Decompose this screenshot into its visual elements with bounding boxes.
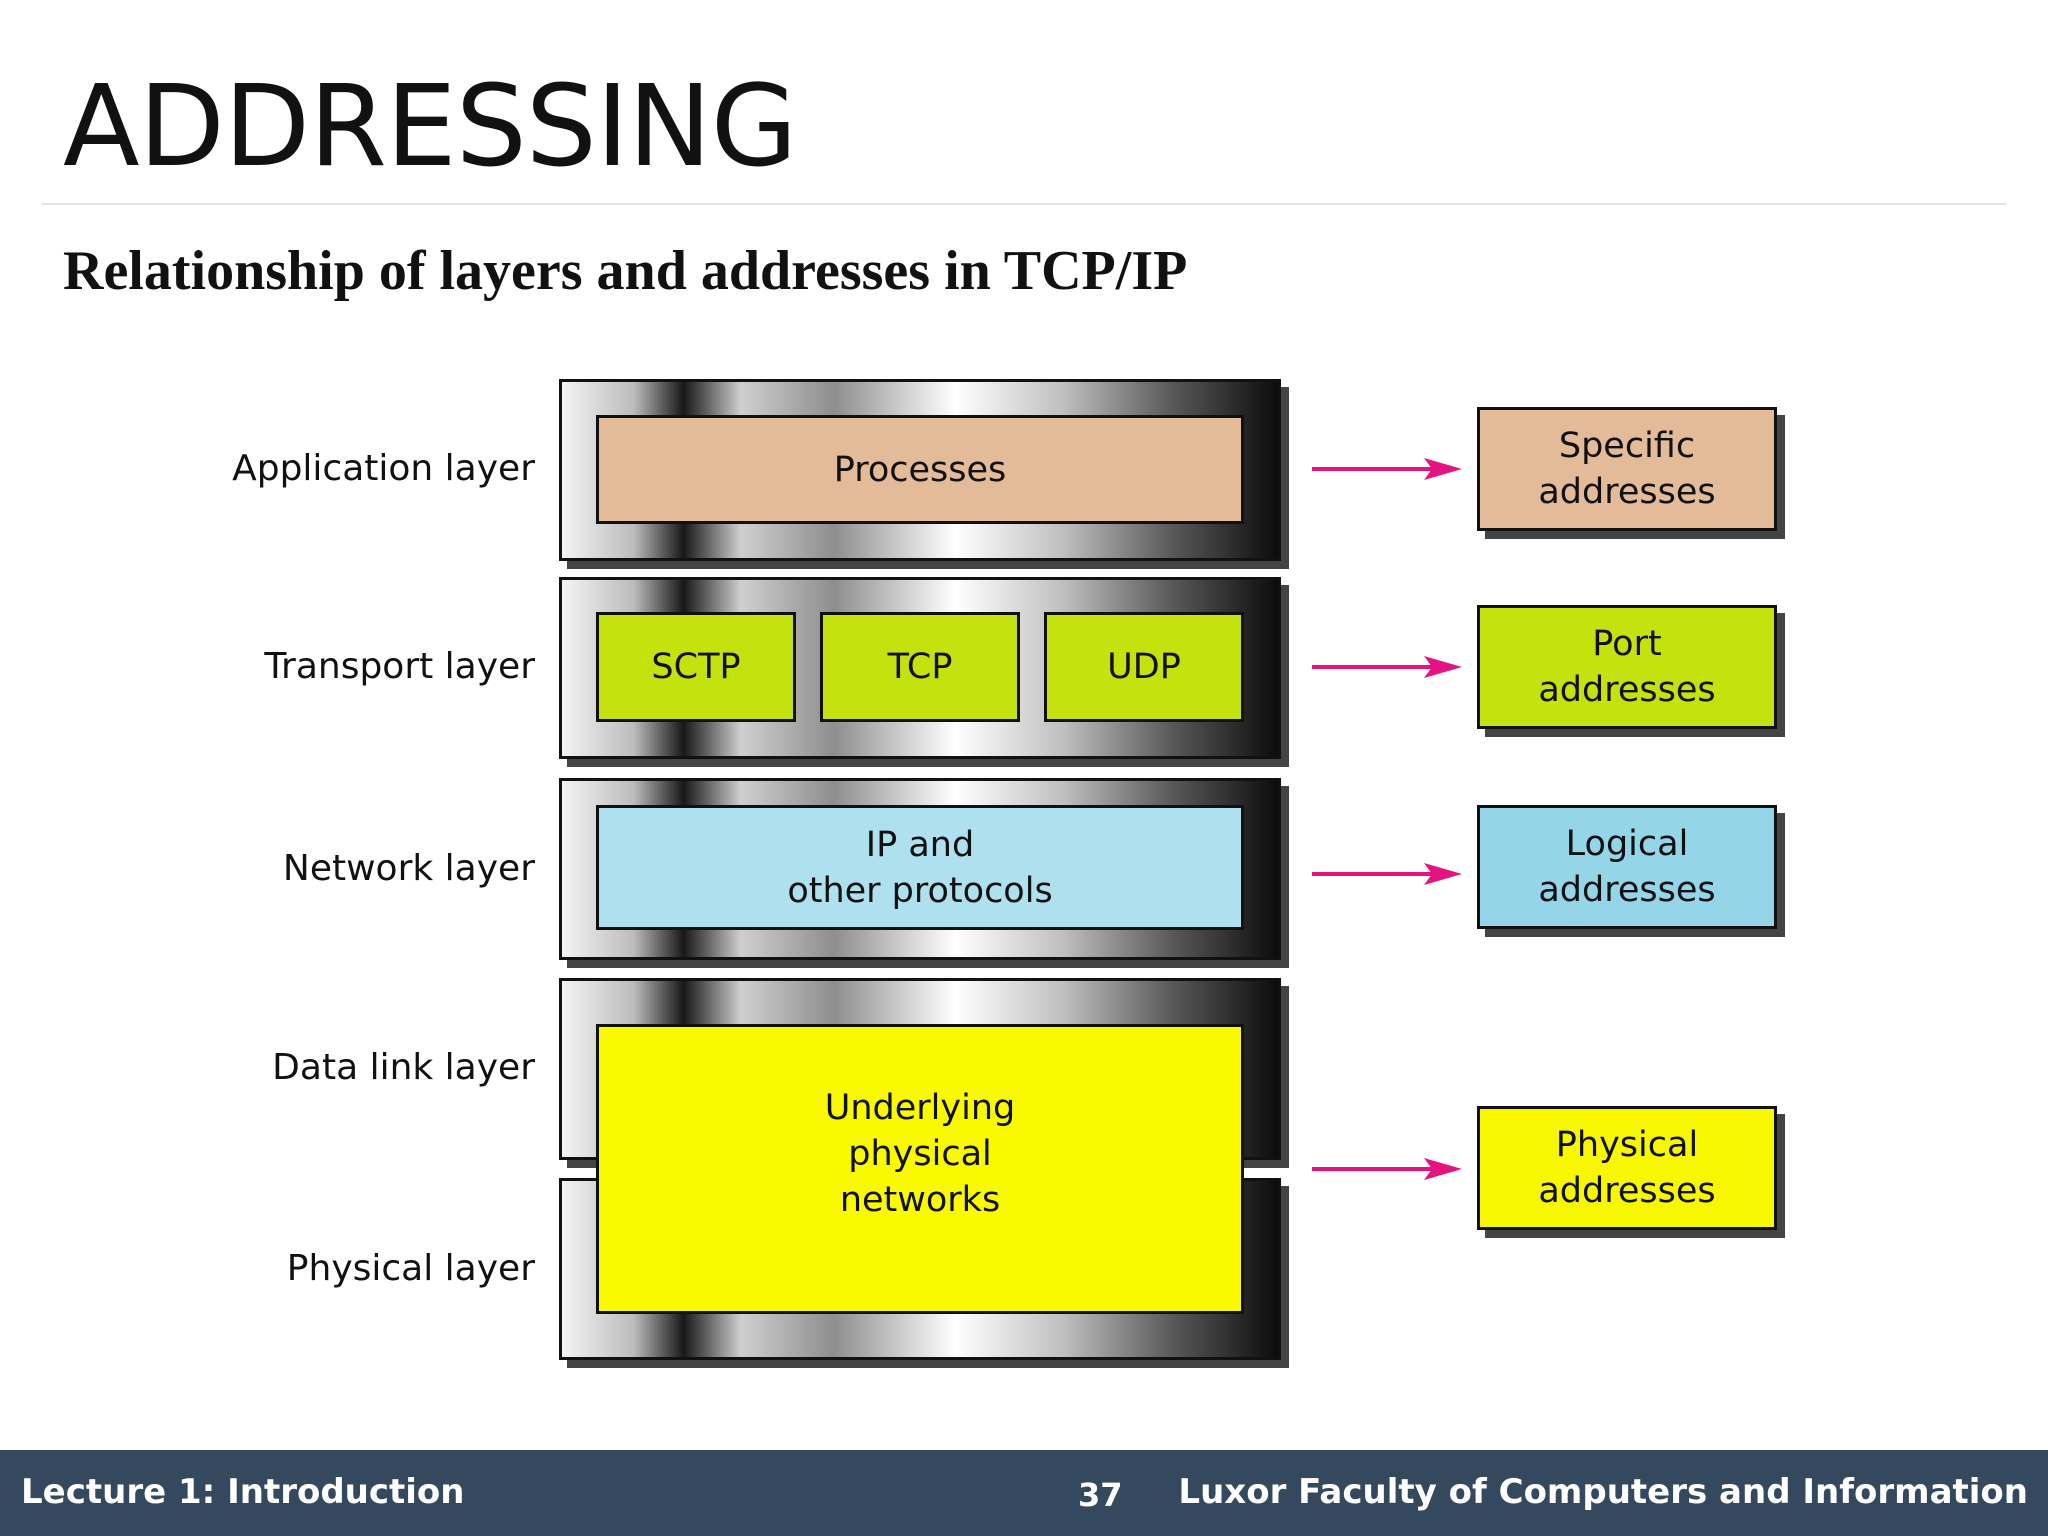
udp-box: UDP [1044,612,1244,722]
underlying-line-2: physical [848,1134,992,1174]
layer-label-application: Application layer [232,448,535,489]
ip-line-1: IP and [865,824,975,865]
logical-addresses-box: Logical addresses [1477,805,1777,929]
layer-label-transport: Transport layer [264,646,535,687]
port-addresses-line-1: Port [1592,624,1662,664]
processes-box: Processes [596,415,1244,524]
footer-lecture: Lecture 1: Introduction [21,1472,465,1512]
arrow-right-icon [1312,458,1462,480]
layer-label-data-link: Data link layer [272,1047,535,1088]
port-addresses-box: Port addresses [1477,605,1777,729]
specific-addresses-line-1: Specific [1558,426,1696,466]
processes-label: Processes [833,449,1007,490]
arrow-right-icon [1312,1158,1462,1180]
logical-addresses-line-2: addresses [1538,870,1716,910]
specific-addresses-line-2: addresses [1538,472,1716,512]
logical-addresses-line-1: Logical [1565,824,1689,864]
udp-label: UDP [1107,647,1181,687]
underlying-networks-box: Underlying physical networks [596,1024,1244,1314]
layer-label-network: Network layer [282,848,535,889]
arrow-right-icon [1312,656,1462,678]
arrow-right-icon [1312,863,1462,885]
physical-addresses-line-2: addresses [1538,1171,1716,1211]
layer-label-physical: Physical layer [286,1248,535,1289]
slide-footer: Lecture 1: Introduction 37 Luxor Faculty… [0,1450,2048,1536]
slide-title: ADDRESSING [63,62,797,192]
underlying-line-3: networks [839,1180,1001,1220]
physical-addresses-box: Physical addresses [1477,1106,1777,1230]
title-divider [42,203,2006,205]
tcp-box: TCP [820,612,1020,722]
physical-addresses-line-1: Physical [1555,1125,1699,1165]
footer-page-number: 37 [1078,1476,1123,1514]
ip-line-2: other protocols [787,870,1053,911]
footer-institution: Luxor Faculty of Computers and Informati… [1178,1472,2028,1512]
ip-protocols-box: IP and other protocols [596,805,1244,930]
port-addresses-line-2: addresses [1538,670,1716,710]
underlying-line-1: Underlying [824,1088,1016,1128]
specific-addresses-box: Specific addresses [1477,407,1777,531]
sctp-box: SCTP [596,612,796,722]
tcp-label: TCP [887,647,953,687]
diagram-caption: Relationship of layers and addresses in … [63,240,1188,302]
sctp-label: SCTP [651,647,741,687]
